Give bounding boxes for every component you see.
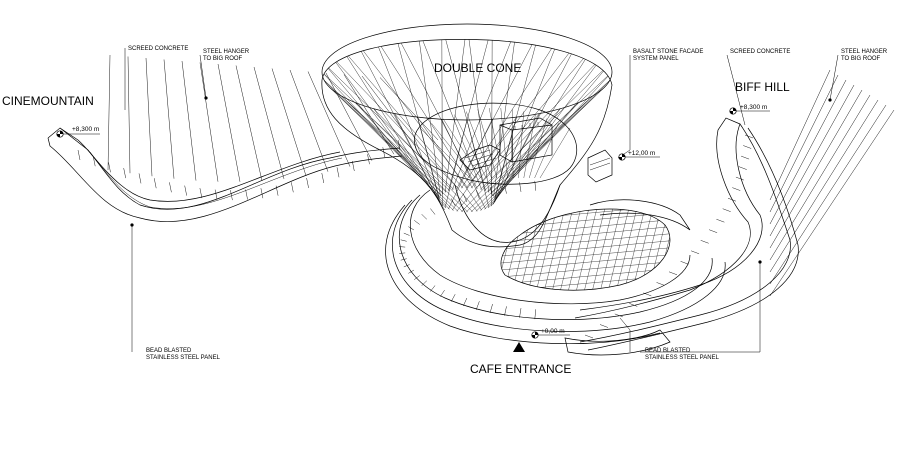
level-marker-right <box>729 107 770 115</box>
note-panel-left-1: BEAD BLASTED <box>146 348 192 354</box>
ramp-segment-lines <box>77 139 401 201</box>
level-marker-cone <box>618 153 660 161</box>
level-left: +8,300 m <box>72 126 99 133</box>
level-cone: +12,00 m <box>628 150 655 157</box>
level-right: +8,300 m <box>740 104 767 111</box>
note-hanger-left-1: STEEL HANGER <box>203 49 250 55</box>
level-entrance: +0,00 m <box>541 328 565 335</box>
note-basalt-2: SYSTEM PANEL <box>633 56 679 62</box>
note-screed-right: SCREED CONCRETE <box>730 49 790 55</box>
label-double-cone: DOUBLE CONE <box>434 61 521 75</box>
left-ramp <box>47 127 403 222</box>
note-hanger-right-2: TO BIG ROOF <box>841 56 881 62</box>
ramp-segment-lines <box>584 134 754 339</box>
note-screed-left: SCREED CONCRETE <box>128 46 188 52</box>
note-hanger-left-2: TO BIG ROOF <box>203 56 243 62</box>
entrance-arrow-icon <box>513 342 525 352</box>
label-cinemountain: CINEMOUNTAIN <box>2 94 94 108</box>
right-ramp <box>574 117 799 351</box>
label-biff-hill: BIFF HILL <box>735 80 790 94</box>
courtyard-floor <box>500 199 691 291</box>
note-basalt-1: BASALT STONE FACADE <box>633 49 703 55</box>
ring-segment-lines <box>399 180 537 320</box>
note-panel-right-2: STAINLESS STEEL PANEL <box>645 355 720 361</box>
double-cone <box>321 23 613 248</box>
label-cafe-entrance: CAFE ENTRANCE <box>470 362 571 376</box>
base-rings <box>385 180 726 356</box>
level-marker-entrance <box>531 331 570 339</box>
note-panel-right-1: BEAD BLASTED <box>645 348 691 354</box>
facade-stair <box>587 149 613 183</box>
steel-hangers-left <box>107 54 439 182</box>
leader-lines <box>124 48 839 353</box>
note-hanger-right-1: STEEL HANGER <box>841 49 888 55</box>
steel-hangers-right <box>769 69 895 297</box>
level-marker-left <box>56 130 100 138</box>
note-panel-left-2: STAINLESS STEEL PANEL <box>146 355 221 361</box>
